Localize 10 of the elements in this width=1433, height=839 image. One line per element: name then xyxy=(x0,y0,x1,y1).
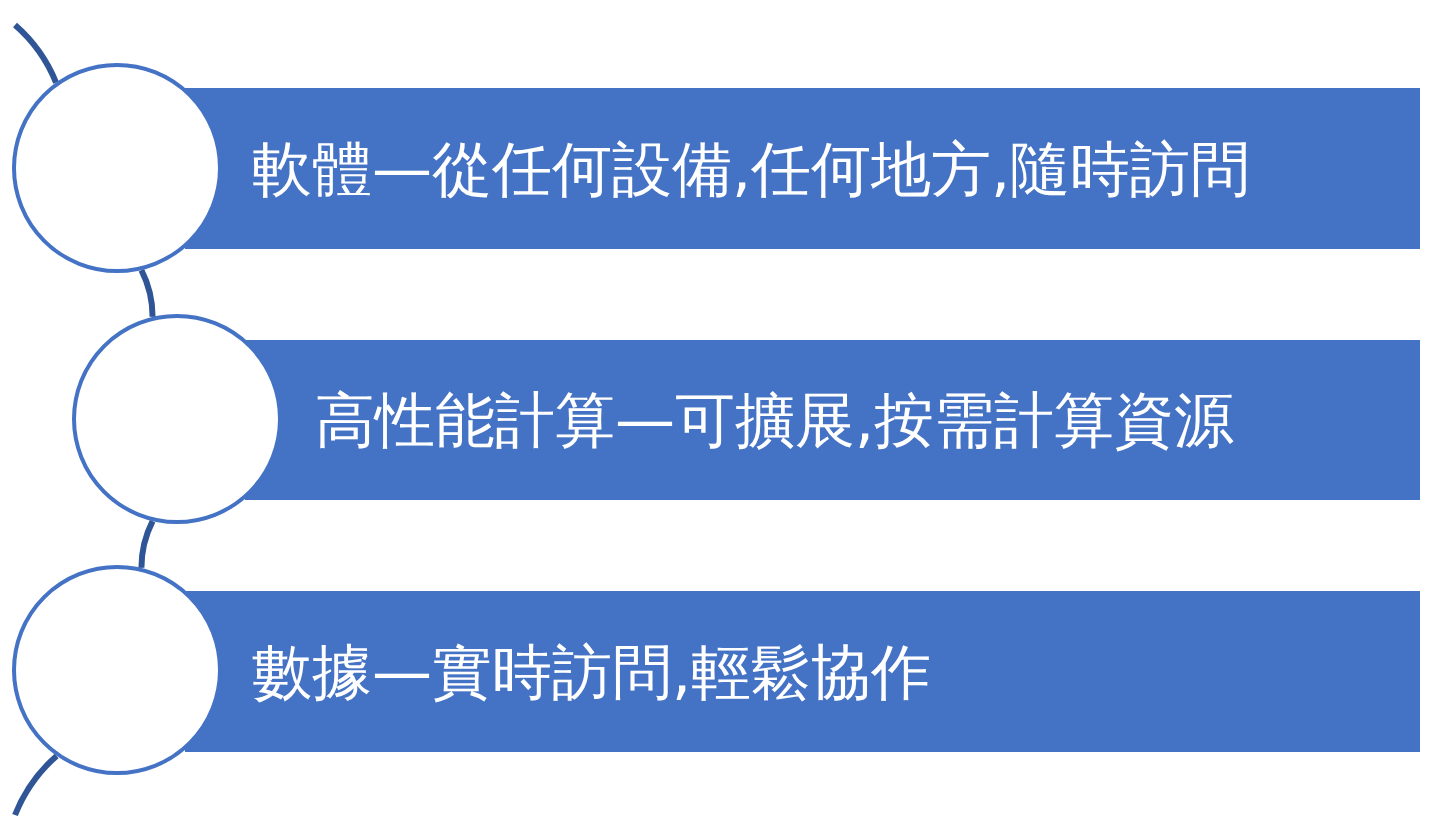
text-bar xyxy=(245,340,1420,500)
bar-text: 軟體—從任何設備,任何地方,隨時訪問 xyxy=(252,135,1251,202)
connector-line xyxy=(138,519,156,568)
text-bar xyxy=(185,591,1420,752)
bar-text: 高性能計算—可擴展,按需計算資源 xyxy=(315,387,1235,453)
text-bar xyxy=(185,88,1420,249)
bar-text: 數據—實時訪問,輕鬆協作 xyxy=(252,638,932,705)
connector-line xyxy=(12,753,59,817)
connector-line xyxy=(13,22,59,84)
connector-line xyxy=(138,268,156,317)
